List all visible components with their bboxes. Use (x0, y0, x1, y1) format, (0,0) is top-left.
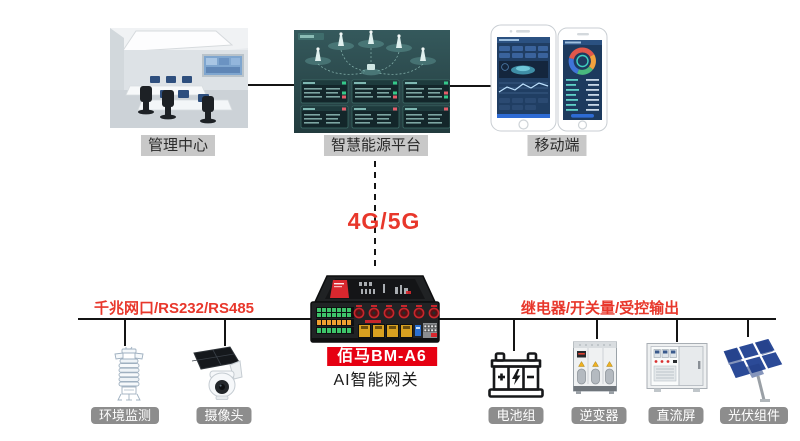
connector-office-platform (248, 84, 294, 86)
connector-4g5g-dashed (374, 161, 376, 271)
control-room-illustration (110, 28, 248, 128)
drop-pv-module (747, 318, 749, 337)
drop-battery (513, 318, 515, 351)
right-bus-label: 继电器/开关量/受控输出 (520, 300, 680, 317)
label-inverter: 逆变器 (571, 407, 627, 424)
drop-weather-station (124, 318, 126, 346)
energy-platform-illustration (294, 30, 450, 133)
label-dc-panel: 直流屏 (648, 407, 704, 424)
label-camera: 摄像头 (196, 407, 252, 424)
label-battery: 电池组 (488, 407, 544, 424)
weather-station-illustration (114, 346, 144, 401)
inverter-illustration (573, 341, 617, 394)
label-pv-module: 光伏组件 (719, 407, 789, 424)
pv-module-illustration (720, 336, 786, 402)
left-bus-label: 千兆网口/RS232/RS485 (93, 300, 255, 317)
solar-camera-illustration (192, 346, 243, 400)
label-mobile: 移动端 (527, 135, 587, 156)
mobile-phones-illustration (490, 24, 608, 132)
dc-panel-illustration (646, 343, 708, 392)
gateway-name: AI智能网关 (333, 372, 419, 389)
drop-dc-panel (676, 318, 678, 342)
wireless-link-label: 4G/5G (347, 208, 421, 234)
label-weather-station: 环境监测 (90, 407, 160, 424)
drop-camera (224, 318, 226, 346)
battery-pack-illustration (488, 352, 544, 398)
drop-inverter (596, 318, 598, 339)
gateway-model-badge: 佰马BM-A6 (327, 347, 437, 366)
label-management-center: 管理中心 (140, 135, 216, 156)
connector-platform-mobile (445, 85, 493, 87)
gateway-router-illustration (310, 275, 440, 343)
label-energy-platform: 智慧能源平台 (323, 135, 429, 156)
